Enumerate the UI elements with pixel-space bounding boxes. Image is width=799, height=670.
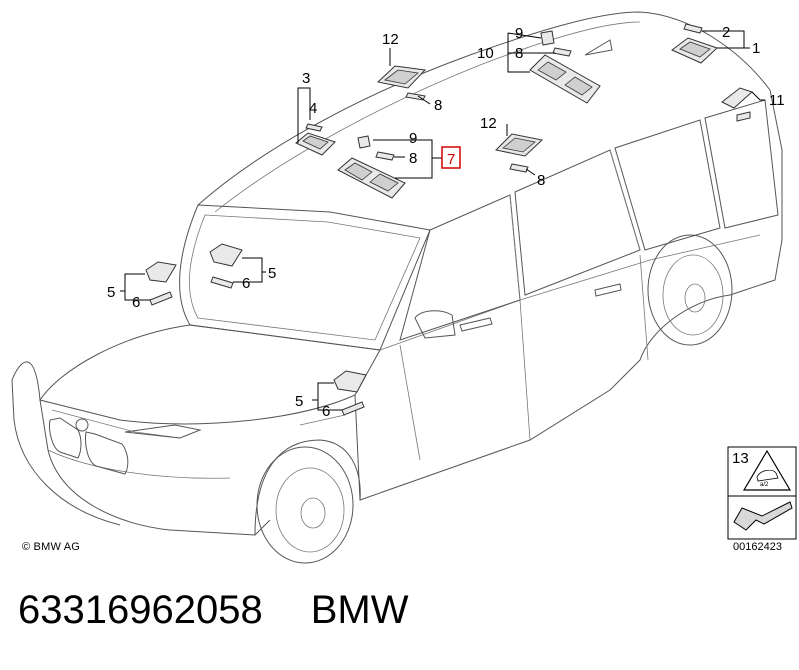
label-12-mid: 12 [480,115,497,132]
label-7-highlight-box [441,146,461,169]
copyright-text: © BMW AG [22,541,80,553]
label-8-a: 8 [434,97,442,114]
interior-lights [145,23,753,416]
reference-number: 00162423 [733,541,782,553]
label-8-b: 8 [409,150,417,167]
tailgate-light-11 [721,87,753,122]
parts-diagram: 12 3 4 8 9 8 7 12 8 9 10 8 2 1 11 5 6 5 … [11,11,797,564]
label-3: 3 [302,70,310,87]
part-number: 63316962058 [18,588,263,632]
label-8-d: 8 [515,45,523,62]
label-9-b: 9 [515,25,523,42]
label-7: 7 [447,151,455,168]
bulb-8-c [509,163,529,173]
part-labels: 12 3 4 8 9 8 7 12 8 9 10 8 2 1 11 5 6 5 … [107,24,785,420]
bulb-9-b [540,30,555,46]
brand-name: BMW [310,588,409,632]
door-light-middle [209,243,243,289]
interior-light-10 [529,54,601,104]
label-6-left: 6 [132,294,140,311]
bulb-9-a [357,135,371,149]
label-13: 13 [732,450,749,467]
label-8-c: 8 [537,172,545,189]
reading-light-front [376,65,427,89]
label-4: 4 [309,100,317,117]
label-5-left: 5 [107,284,115,301]
label-11: 11 [769,92,785,109]
door-light-left [145,261,177,306]
bulb-8-a [405,92,426,101]
svg-text:a/2: a/2 [760,482,769,488]
roof-light-3 [295,132,336,156]
reading-light-rear [494,133,544,157]
car-outline [11,11,783,564]
door-light-lower [333,370,367,416]
label-9-a: 9 [409,130,417,147]
bulb-2 [683,23,703,34]
label-6-mid: 6 [242,275,250,292]
luggage-light-1 [671,37,718,64]
label-6-low: 6 [322,403,330,420]
bulb-8-d [552,47,572,57]
label-10: 10 [477,45,494,62]
label-2: 2 [722,24,730,41]
accessory-box-13: 13 a/2 [727,446,797,540]
leader-lines [120,30,765,411]
label-12-top: 12 [382,31,399,48]
bulb-4 [305,123,323,132]
arrow-icon [733,501,793,531]
bulb-8-b [375,151,395,161]
label-1: 1 [752,40,760,57]
label-5-mid: 5 [268,265,276,282]
label-5-low: 5 [295,393,303,410]
caption: 63316962058 BMW [18,588,408,633]
interior-light-7 [337,157,406,199]
